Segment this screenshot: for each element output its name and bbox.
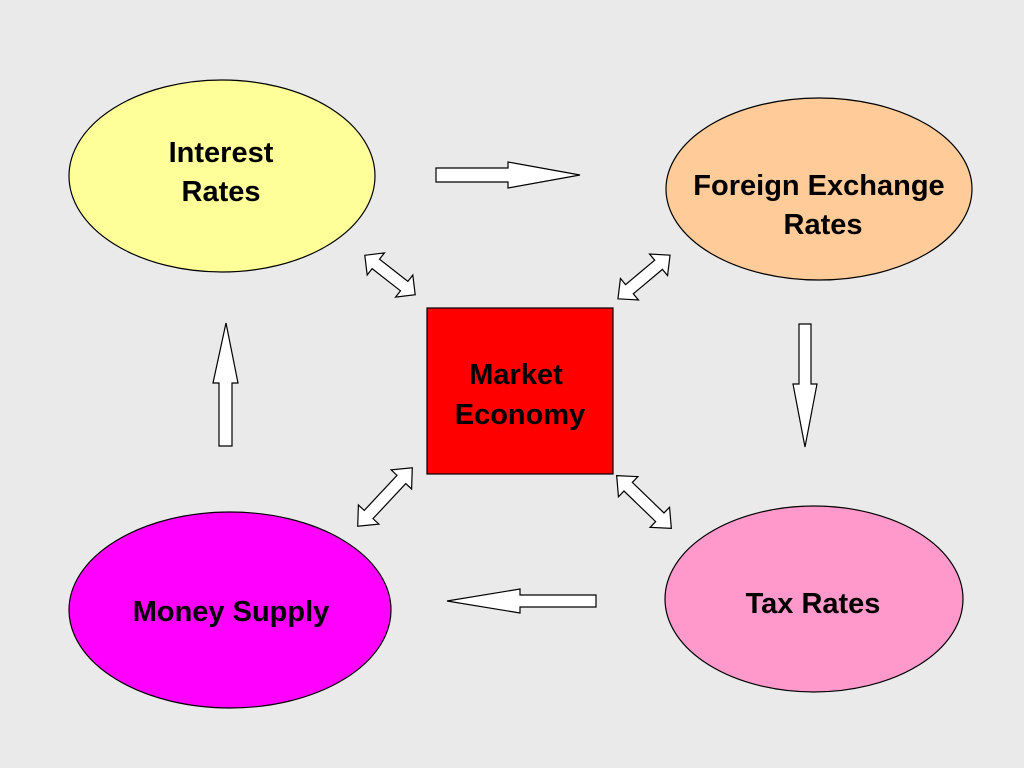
money-supply-label: Money Supply bbox=[133, 596, 330, 628]
arrow-foreign-to-tax bbox=[792, 323, 818, 448]
arrow-money-to-interest bbox=[212, 322, 239, 447]
interest-rates-label-line2: Rates bbox=[182, 176, 261, 208]
foreign-exchange-node: Foreign Exchange Rates bbox=[665, 97, 973, 281]
market-economy-node: Market Economy bbox=[426, 307, 614, 475]
interest-rates-label-line1: Interest bbox=[169, 137, 274, 169]
double-arrow-foreign-market bbox=[617, 253, 671, 301]
market-economy-box bbox=[426, 307, 614, 475]
foreign-exchange-ellipse bbox=[665, 97, 973, 281]
double-arrow-money-market bbox=[357, 467, 413, 527]
foreign-exchange-label-line2: Rates bbox=[784, 209, 863, 241]
market-economy-label-line2: Economy bbox=[455, 399, 586, 431]
double-arrow-interest-market bbox=[364, 252, 416, 298]
interest-rates-node: Interest Rates bbox=[68, 79, 376, 273]
interest-rates-ellipse bbox=[68, 79, 376, 273]
tax-rates-label: Tax Rates bbox=[746, 588, 881, 620]
foreign-exchange-label-line1: Foreign Exchange bbox=[693, 170, 944, 202]
money-supply-node: Money Supply bbox=[68, 511, 392, 709]
arrow-tax-to-money bbox=[446, 588, 597, 614]
tax-rates-node: Tax Rates bbox=[664, 505, 964, 693]
market-economy-label-line1: Market bbox=[469, 359, 563, 391]
double-arrow-tax-market bbox=[616, 474, 672, 530]
money-supply-ellipse bbox=[68, 511, 392, 709]
arrow-interest-to-foreign bbox=[435, 161, 581, 189]
tax-rates-ellipse bbox=[664, 505, 964, 693]
